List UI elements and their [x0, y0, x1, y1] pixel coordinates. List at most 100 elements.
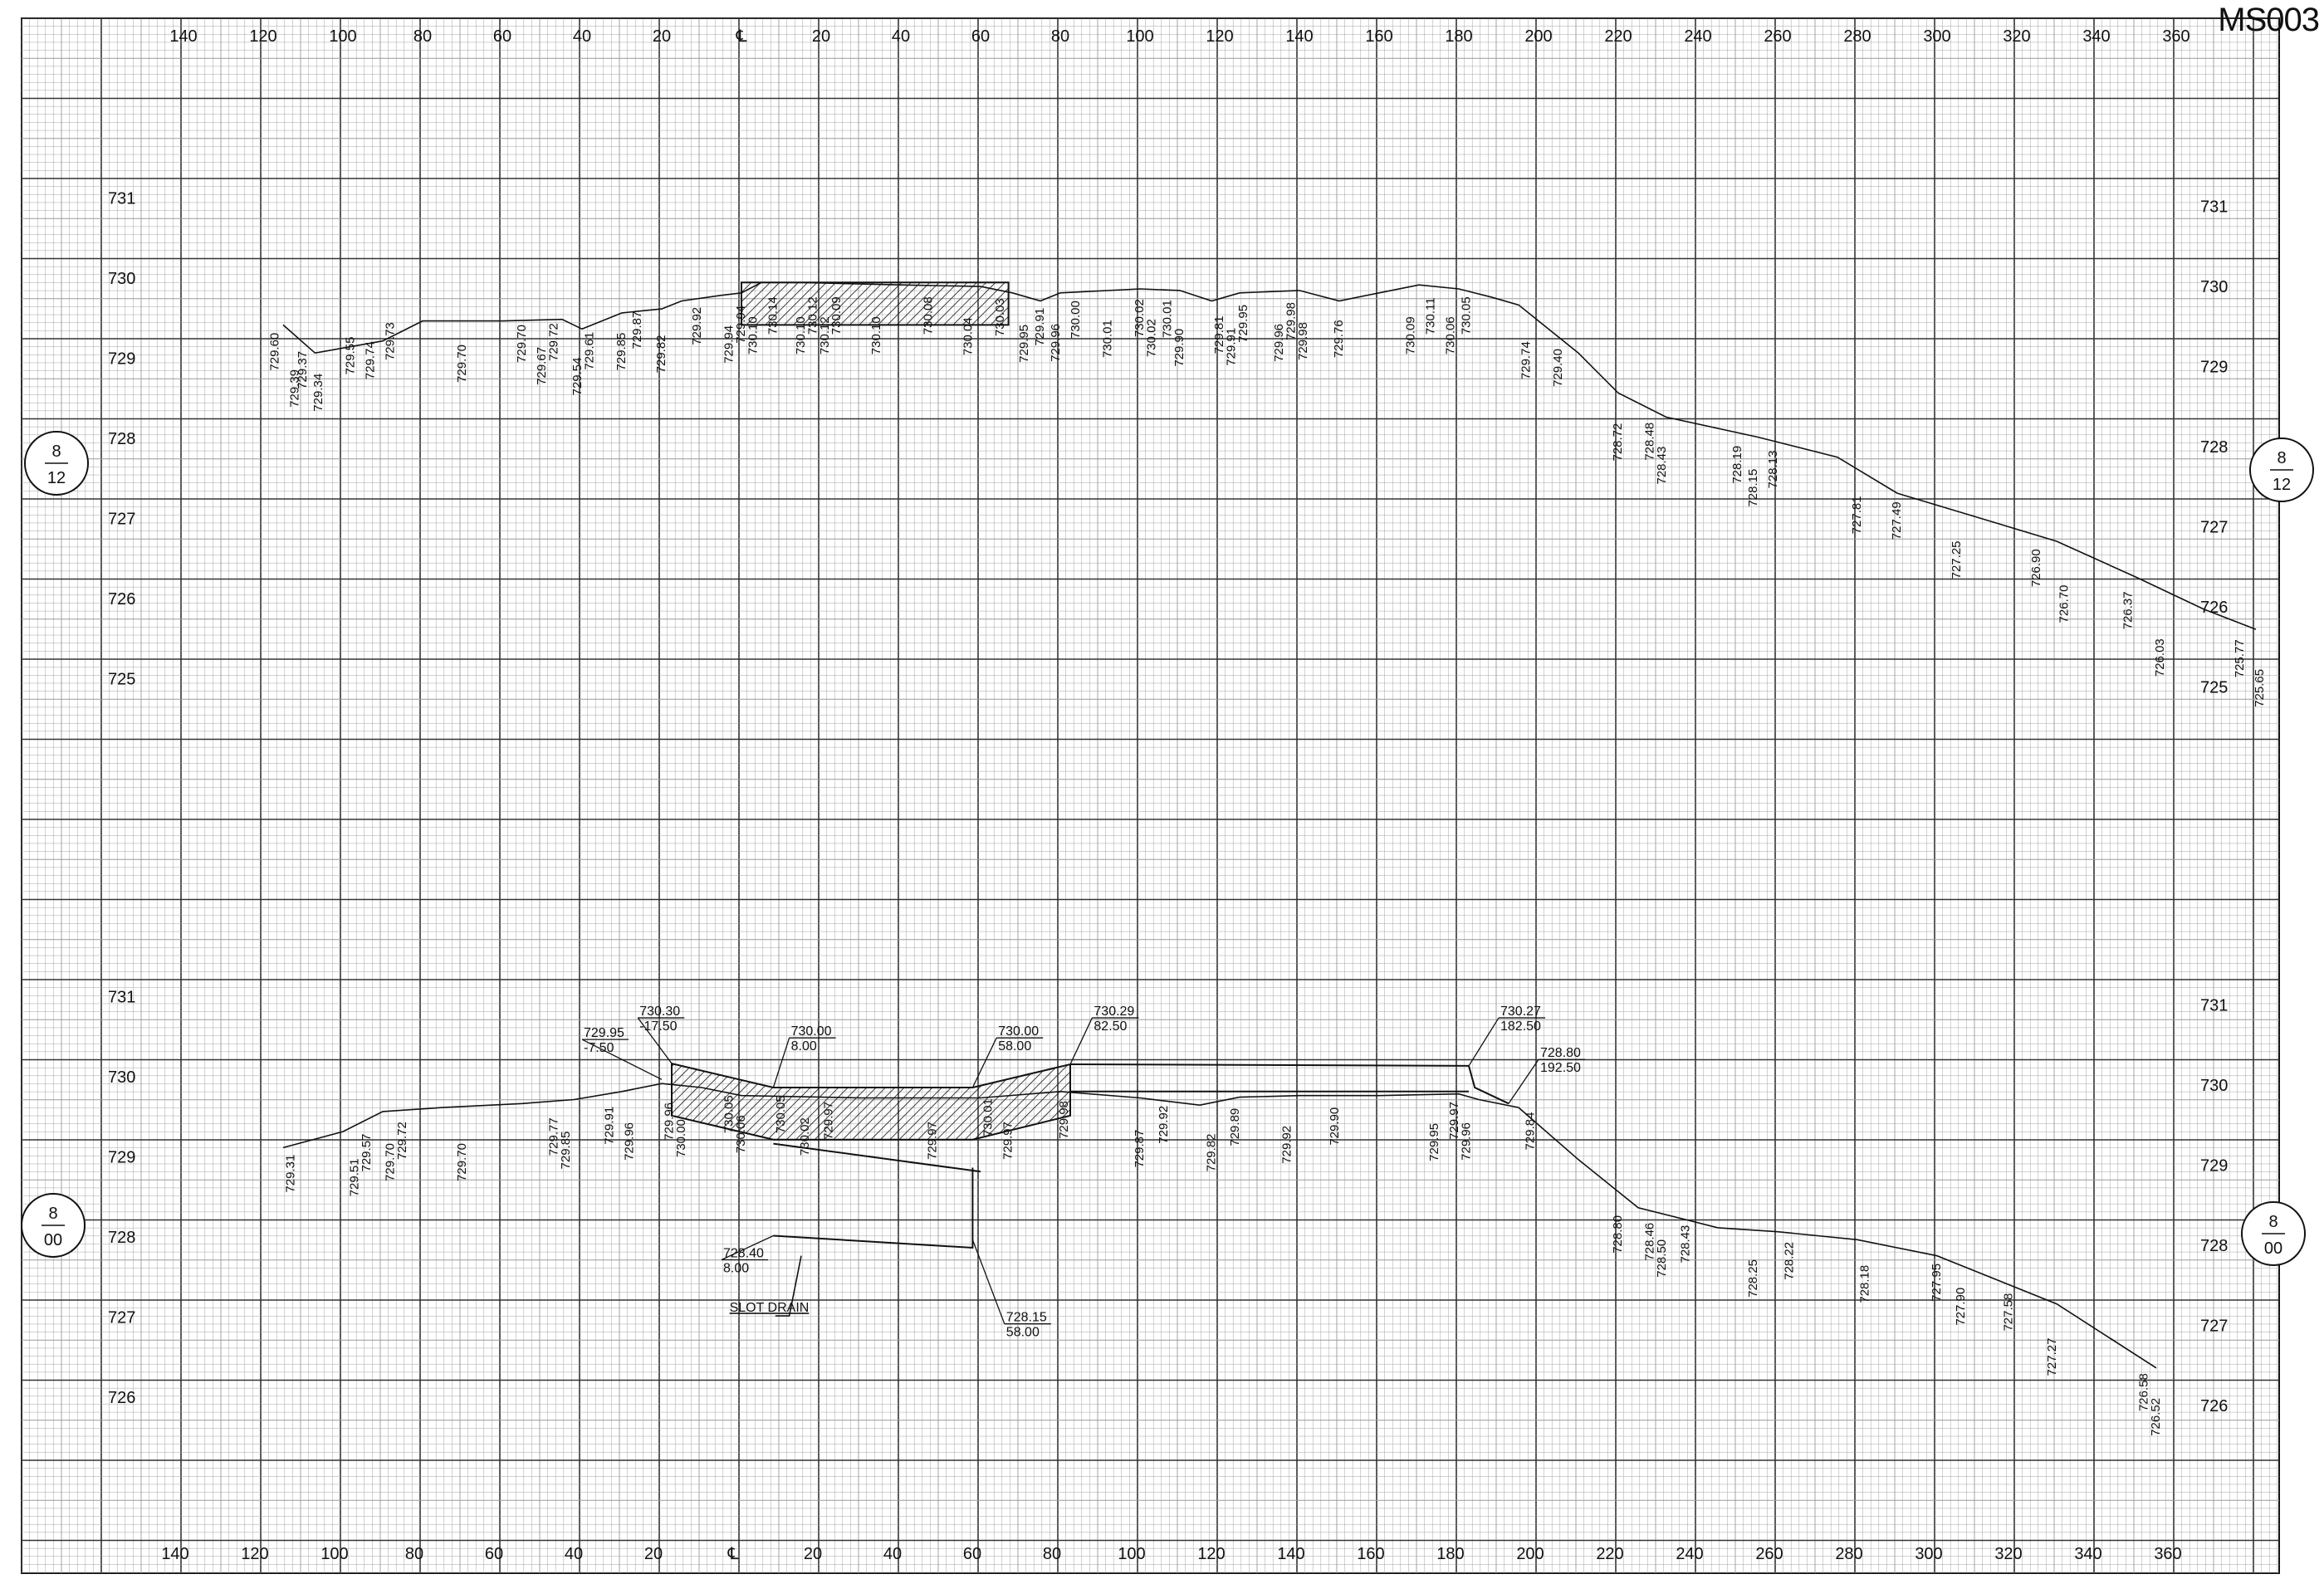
point-elevation-label: 729.96 — [1272, 324, 1286, 362]
station-number: 8 — [2268, 1213, 2278, 1231]
offset-tick-label: 60 — [971, 27, 990, 46]
offset-tick-label: 60 — [493, 27, 511, 46]
existing-ground-line — [282, 1083, 2157, 1369]
point-elevation-label: 729.51 — [347, 1158, 361, 1196]
callout-offset: 8.00 — [723, 1261, 749, 1275]
graph-paper-grid — [21, 17, 2280, 1574]
point-elevation-label: 729.72 — [546, 323, 560, 361]
offset-tick-label: 260 — [1764, 27, 1791, 46]
offset-tick-label: 100 — [329, 27, 356, 46]
point-elevation-label: 727.81 — [1850, 496, 1864, 534]
elevation-label-right: 729 — [2200, 359, 2228, 377]
sheet-id: MS003 — [2218, 2, 2320, 38]
point-elevation-label: 730.09 — [1403, 316, 1417, 354]
offset-tick-label: 300 — [1923, 27, 1950, 46]
point-elevation-label: 729.97 — [1001, 1122, 1015, 1160]
point-elevation-label: 730.05 — [1460, 296, 1474, 335]
point-elevation-label: 727.90 — [1954, 1288, 1968, 1326]
station-number: 8 — [51, 442, 61, 461]
offset-tick-label: 240 — [1676, 1545, 1703, 1563]
pavement-section — [741, 281, 1010, 326]
point-elevation-label: 729.37 — [296, 351, 310, 389]
elevation-label-right: 726 — [2200, 1397, 2228, 1415]
elevation-label-right: 726 — [2200, 599, 2228, 617]
point-elevation-label: 730.06 — [734, 1115, 748, 1153]
offset-tick-label: 220 — [1596, 1545, 1623, 1563]
point-elevation-label: 728.25 — [1746, 1259, 1760, 1298]
callout-elevation: 729.95 — [584, 1026, 624, 1040]
point-elevation-label: 729.98 — [1296, 322, 1310, 360]
point-elevation-label: 729.85 — [614, 333, 629, 371]
point-elevation-label: 730.03 — [993, 298, 1007, 336]
slot-drain-leader — [775, 1255, 802, 1317]
offset-tick-label: 340 — [2082, 27, 2110, 46]
pavement-section — [671, 1062, 1071, 1141]
point-elevation-label: 730.01 — [981, 1098, 996, 1137]
elevation-label-right: 731 — [2200, 997, 2228, 1015]
point-elevation-label: 726.58 — [2137, 1373, 2151, 1411]
point-elevation-label: 725.65 — [2253, 669, 2267, 707]
point-elevation-label: 729.60 — [267, 333, 281, 371]
point-elevation-label: 730.04 — [961, 317, 976, 355]
point-elevation-label: 726.03 — [2153, 638, 2167, 677]
point-elevation-label: 729.82 — [654, 335, 668, 373]
point-elevation-label: 727.49 — [1890, 501, 1904, 540]
point-elevation-label: 728.72 — [1611, 423, 1625, 462]
point-elevation-label: 730.11 — [1423, 297, 1437, 335]
offset-tick-label: 360 — [2154, 1545, 2181, 1563]
callout-leader — [637, 1017, 673, 1064]
point-elevation-label: 729.70 — [455, 1143, 469, 1181]
point-elevation-label: 729.82 — [1204, 1133, 1218, 1171]
point-elevation-label: 730.06 — [1443, 316, 1457, 354]
station-marker-right: 800 — [2241, 1201, 2306, 1266]
point-elevation-label: 729.87 — [1133, 1130, 1147, 1168]
offset-tick-label: 180 — [1436, 1545, 1464, 1563]
callout-offset: 192.50 — [1540, 1061, 1581, 1075]
callout-elevation: 728.15 — [1006, 1311, 1047, 1325]
offset-tick-label: 320 — [2003, 27, 2030, 46]
callout-leader — [1069, 1017, 1093, 1065]
offset-tick-label: 100 — [1126, 27, 1153, 46]
callout-offset: 58.00 — [998, 1039, 1031, 1053]
point-elevation-label: 729.72 — [395, 1122, 409, 1160]
offset-tick-label: 60 — [963, 1545, 981, 1563]
offset-tick-label: 340 — [2074, 1545, 2101, 1563]
point-elevation-label: 726.52 — [2149, 1398, 2163, 1436]
elevation-label-left: 729 — [108, 1149, 135, 1167]
offset-tick-label: 140 — [1285, 27, 1313, 46]
point-elevation-label: 729.87 — [630, 311, 644, 350]
offset-tick-label: 20 — [653, 27, 671, 46]
point-elevation-label: 729.74 — [364, 341, 378, 379]
point-elevation-label: 729.94 — [734, 306, 748, 344]
elevation-label-left: 729 — [108, 350, 135, 369]
offset-tick-label: 200 — [1524, 27, 1552, 46]
point-elevation-label: 727.27 — [2045, 1338, 2059, 1376]
elevation-label-right: 727 — [2200, 519, 2228, 537]
station-marker-left: 812 — [24, 431, 89, 496]
point-elevation-label: 729.98 — [1057, 1101, 1071, 1139]
point-elevation-label: 728.50 — [1655, 1239, 1669, 1278]
offset-tick-label: 120 — [241, 1545, 268, 1563]
callout-offset: 182.50 — [1500, 1019, 1541, 1034]
point-elevation-label: 730.10 — [869, 316, 883, 354]
point-elevation-label: 729.39 — [287, 369, 301, 408]
point-elevation-label: 729.97 — [822, 1102, 836, 1140]
offset-tick-label: 260 — [1755, 1545, 1783, 1563]
offset-tick-label: 120 — [1197, 1545, 1225, 1563]
callout-elevation: 728.80 — [1540, 1046, 1581, 1060]
offset-tick-label: 20 — [644, 1545, 663, 1563]
point-elevation-label: 729.92 — [1157, 1106, 1171, 1144]
offset-tick-label: 80 — [405, 1545, 423, 1563]
point-elevation-label: 729.67 — [535, 347, 549, 385]
offset-tick-label: 40 — [883, 1545, 902, 1563]
station-plus: 12 — [2273, 476, 2291, 494]
point-elevation-label: 730.12 — [818, 316, 832, 354]
offset-tick-label: 80 — [413, 27, 432, 46]
offset-tick-label: ℄ — [736, 27, 747, 46]
point-elevation-label: 729.97 — [925, 1122, 939, 1160]
callout-leader — [1508, 1058, 1539, 1104]
offset-tick-label: 160 — [1357, 1545, 1384, 1563]
point-elevation-label: 730.10 — [794, 316, 808, 354]
point-elevation-label: 728.46 — [1642, 1223, 1656, 1261]
